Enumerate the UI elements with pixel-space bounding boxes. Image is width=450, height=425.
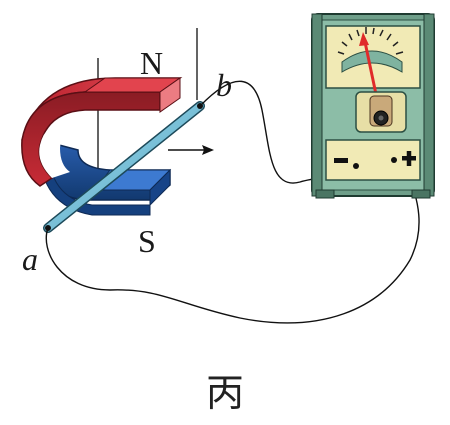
- north-pole-label: N: [140, 45, 163, 81]
- negative-terminal-icon: [334, 158, 348, 163]
- figure-caption: 丙: [205, 371, 244, 415]
- galvanometer-icon: − +: [311, 13, 435, 199]
- magnet-north-arm: [21, 91, 161, 187]
- horseshoe-magnet-icon: [21, 77, 183, 216]
- end-a-label: a: [22, 241, 38, 277]
- meter-scale-plate: [341, 50, 403, 73]
- end-b-label: b: [216, 67, 232, 103]
- motion-arrow-icon: [168, 145, 214, 155]
- south-pole-label: S: [138, 223, 156, 259]
- meter-scale: [337, 27, 404, 55]
- positive-terminal-post: [391, 157, 397, 163]
- magnet-south-end-face: [149, 168, 171, 207]
- negative-terminal-post: [353, 163, 359, 169]
- positive-terminal-icon-v: [406, 151, 412, 166]
- magnet-north-end-face: [159, 77, 181, 113]
- magnet-gap: [39, 118, 92, 178]
- wire-a-to-positive: [45, 167, 420, 324]
